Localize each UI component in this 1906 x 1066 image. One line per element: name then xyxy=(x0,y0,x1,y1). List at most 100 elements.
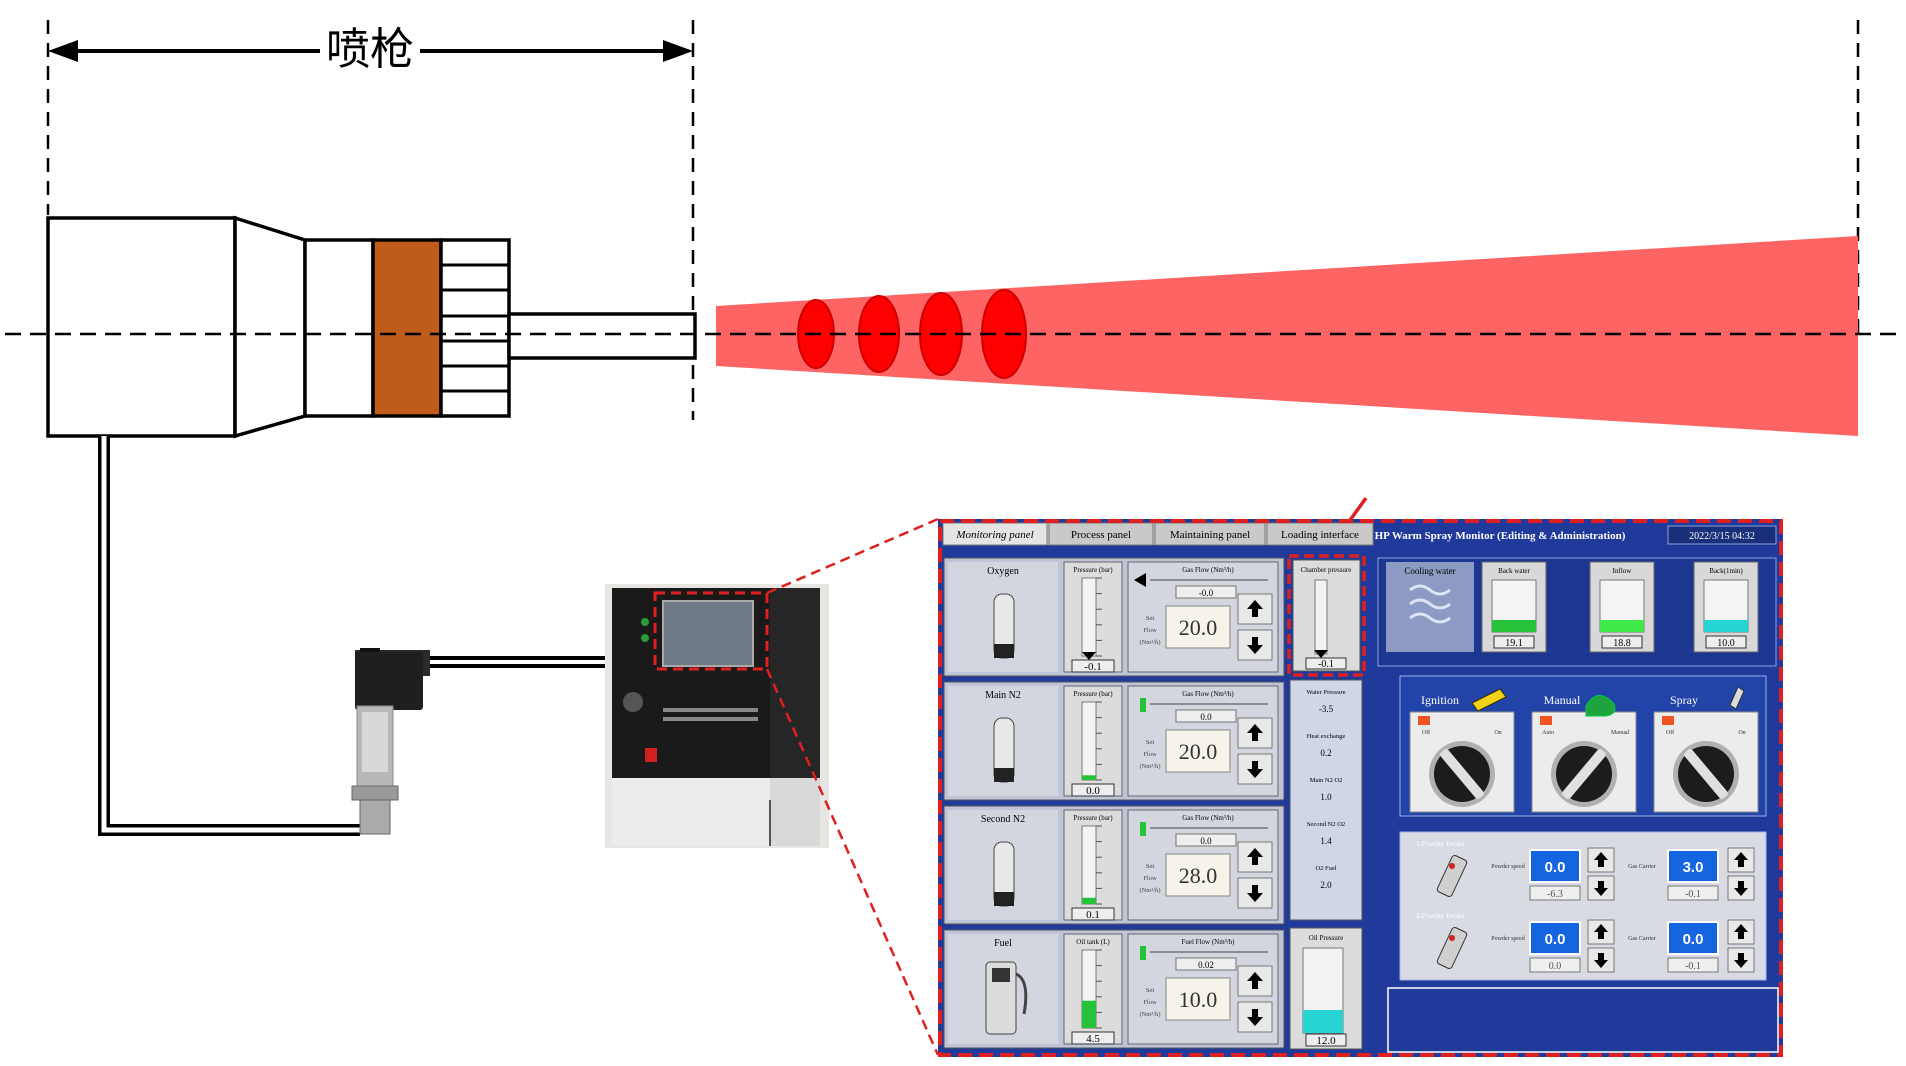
gas-carrier-input[interactable] xyxy=(1667,849,1719,883)
gas-carrier-input[interactable] xyxy=(1667,921,1719,955)
tab-monitoring[interactable]: Monitoring panel xyxy=(942,522,1048,546)
hmi-callout-frame xyxy=(938,519,1783,1057)
increase-flow-button[interactable] xyxy=(1237,717,1273,749)
sensor-head xyxy=(355,652,423,710)
arrow-up-icon xyxy=(1594,924,1608,939)
set-label: (Nm³/h) xyxy=(1139,887,1160,894)
speed-down-button[interactable] xyxy=(1587,875,1615,901)
switch-label: Ignition xyxy=(1421,693,1459,707)
chamber-pressure-value: -0.1 xyxy=(1318,659,1334,670)
gauge-fill xyxy=(1082,1000,1096,1028)
cooling-value-box xyxy=(1601,635,1643,649)
dimension-label: 喷枪 xyxy=(326,25,414,74)
set-label: Set xyxy=(1146,739,1155,746)
decrease-flow-button[interactable] xyxy=(1237,1001,1273,1033)
powder-speed-input[interactable] xyxy=(1529,921,1581,955)
decrease-flow-button[interactable] xyxy=(1237,877,1273,909)
tab-process[interactable]: Process panel xyxy=(1048,522,1154,546)
tab-maintaining[interactable]: Maintaining panel xyxy=(1154,522,1266,546)
switch-right-label: On xyxy=(1738,730,1745,736)
screen-callout-box xyxy=(653,591,769,671)
gauge-value-box xyxy=(1071,659,1115,673)
gauge-value-box xyxy=(1071,783,1115,797)
gauge-title: Pressure (bar) xyxy=(1073,566,1113,574)
set-flow-value: 10.0 xyxy=(1179,987,1218,1012)
indicator-light-1 xyxy=(641,618,649,626)
speed-down-button[interactable] xyxy=(1587,947,1615,973)
powder-speed-actual-box xyxy=(1529,885,1581,901)
pressure-tube-inner xyxy=(101,436,360,833)
increase-flow-button[interactable] xyxy=(1237,841,1273,873)
spray-gun-schematic: 喷枪 xyxy=(5,20,1900,836)
arrow-up-icon xyxy=(1247,972,1263,989)
gas-cylinder-base xyxy=(994,644,1014,658)
gun-barrel xyxy=(507,312,697,360)
speed-up-button[interactable] xyxy=(1587,847,1615,873)
side-readout-value: 2.0 xyxy=(1320,880,1332,890)
set-label: Flow xyxy=(1143,627,1157,634)
gas-name: Oxygen xyxy=(987,566,1019,577)
cooling-water-panel: Cooling water Back water19.1Inflow18.8Ba… xyxy=(1377,557,1777,667)
oil-pressure-title: Oil Pressure xyxy=(1309,934,1343,942)
cooling-title-bg xyxy=(1386,562,1474,652)
oil-gauge-fill xyxy=(1303,1010,1343,1033)
carrier-down-button[interactable] xyxy=(1727,875,1755,901)
arrow-up-icon xyxy=(1734,924,1748,939)
carrier-up-button[interactable] xyxy=(1727,919,1755,945)
cooling-value-box xyxy=(1705,635,1747,649)
sensor-nut xyxy=(351,785,399,801)
flow-bar-fill xyxy=(1140,698,1146,712)
tab-loading-label: Loading interface xyxy=(1281,529,1359,541)
decrease-flow-button[interactable] xyxy=(1237,629,1273,661)
arrow-down-icon xyxy=(1594,953,1608,968)
gas-carrier-value: 0.0 xyxy=(1683,931,1704,948)
indicator-light-2 xyxy=(641,634,649,642)
cooling-fins xyxy=(439,238,511,418)
tab-loading[interactable]: Loading interface xyxy=(1266,522,1374,546)
switch-handle xyxy=(1562,749,1606,799)
gas-carrier-value: 3.0 xyxy=(1683,859,1704,876)
powder-speed-actual: -6.3 xyxy=(1547,889,1563,900)
set-label: Set xyxy=(1146,987,1155,994)
gauge-tube xyxy=(1081,577,1097,657)
increase-flow-button[interactable] xyxy=(1237,593,1273,625)
carrier-down-button[interactable] xyxy=(1727,947,1755,973)
switch-state-indicator xyxy=(1540,716,1552,725)
speed-up-button[interactable] xyxy=(1587,919,1615,945)
flow-actual-box xyxy=(1175,957,1237,971)
oil-value-box xyxy=(1305,1033,1347,1047)
chamber-callout-box xyxy=(1287,554,1366,677)
cooling-gauge-title: Inflow xyxy=(1613,567,1633,575)
set-flow-input[interactable] xyxy=(1165,605,1231,649)
set-flow-input[interactable] xyxy=(1165,853,1231,897)
flow-actual-box xyxy=(1175,709,1237,723)
carrier-up-button[interactable] xyxy=(1727,847,1755,873)
set-flow-value: 20.0 xyxy=(1179,739,1218,764)
increase-flow-button[interactable] xyxy=(1237,965,1273,997)
set-flow-input[interactable] xyxy=(1165,977,1231,1021)
flow-actual-box xyxy=(1175,833,1237,847)
cabinet-lower-front xyxy=(612,778,770,846)
decrease-flow-button[interactable] xyxy=(1237,753,1273,785)
arrow-down-icon xyxy=(1247,761,1263,778)
powder-speed-input[interactable] xyxy=(1529,849,1581,883)
cooling-gauge-value: 19.1 xyxy=(1505,638,1523,649)
feeder-name: 1.Powder feeder xyxy=(1416,839,1466,848)
cabinet-label-line-2 xyxy=(663,717,758,721)
flow-bar-fill xyxy=(1140,822,1146,836)
set-flow-input[interactable] xyxy=(1165,729,1231,773)
switch-label: Manual xyxy=(1544,693,1581,707)
cooling-gauge-fill xyxy=(1600,620,1644,632)
gauge-value: -0.1 xyxy=(1084,661,1101,673)
switch-right-label: Manual xyxy=(1611,730,1630,736)
side-readout-label: Water Pressure xyxy=(1306,689,1345,696)
gauge-title: Pressure (bar) xyxy=(1073,690,1113,698)
set-label: Set xyxy=(1146,615,1155,622)
switch-left-label: Off xyxy=(1422,729,1430,736)
flow-bar-fill xyxy=(1140,946,1146,960)
